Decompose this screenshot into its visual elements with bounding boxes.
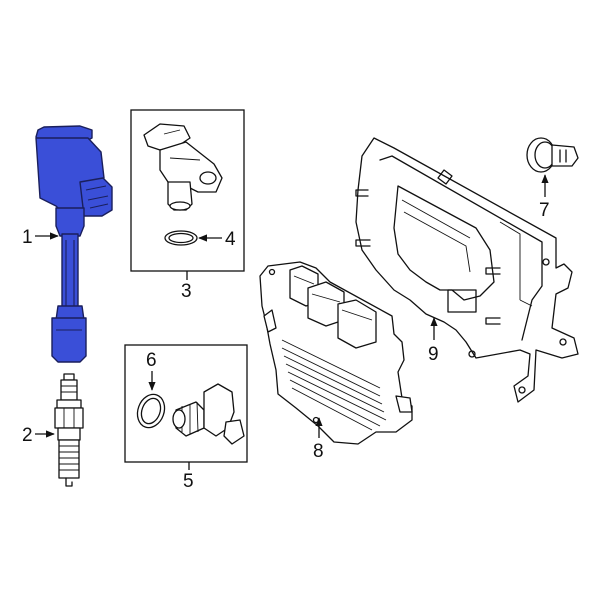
ignition-coil-part-1[interactable] [35, 125, 113, 363]
coil-connector [79, 177, 113, 217]
callout-1: 1 [22, 227, 33, 248]
ecm-part-8[interactable] [259, 261, 413, 445]
callout-2: 2 [22, 425, 33, 446]
box-part-3 [130, 109, 245, 272]
connector-part-7[interactable] [526, 137, 579, 173]
box-part-5 [124, 344, 248, 463]
coil-neck [55, 207, 85, 237]
seal-part-6[interactable] [133, 391, 169, 432]
callout-8: 8 [313, 441, 324, 462]
coil-shaft [61, 233, 79, 311]
bracket-part-9[interactable] [355, 137, 579, 403]
callout-7: 7 [539, 200, 550, 221]
camshaft-sensor[interactable] [143, 123, 223, 211]
coil-boot [51, 317, 87, 363]
callout-9: 9 [428, 344, 439, 365]
callout-5: 5 [183, 471, 194, 492]
crankshaft-sensor[interactable] [172, 383, 245, 445]
callout-3: 3 [181, 281, 192, 302]
callout-6: 6 [146, 350, 157, 371]
o-ring-part-4[interactable] [164, 230, 198, 246]
spark-plug-part-2[interactable] [54, 373, 84, 487]
callout-4: 4 [225, 229, 236, 250]
